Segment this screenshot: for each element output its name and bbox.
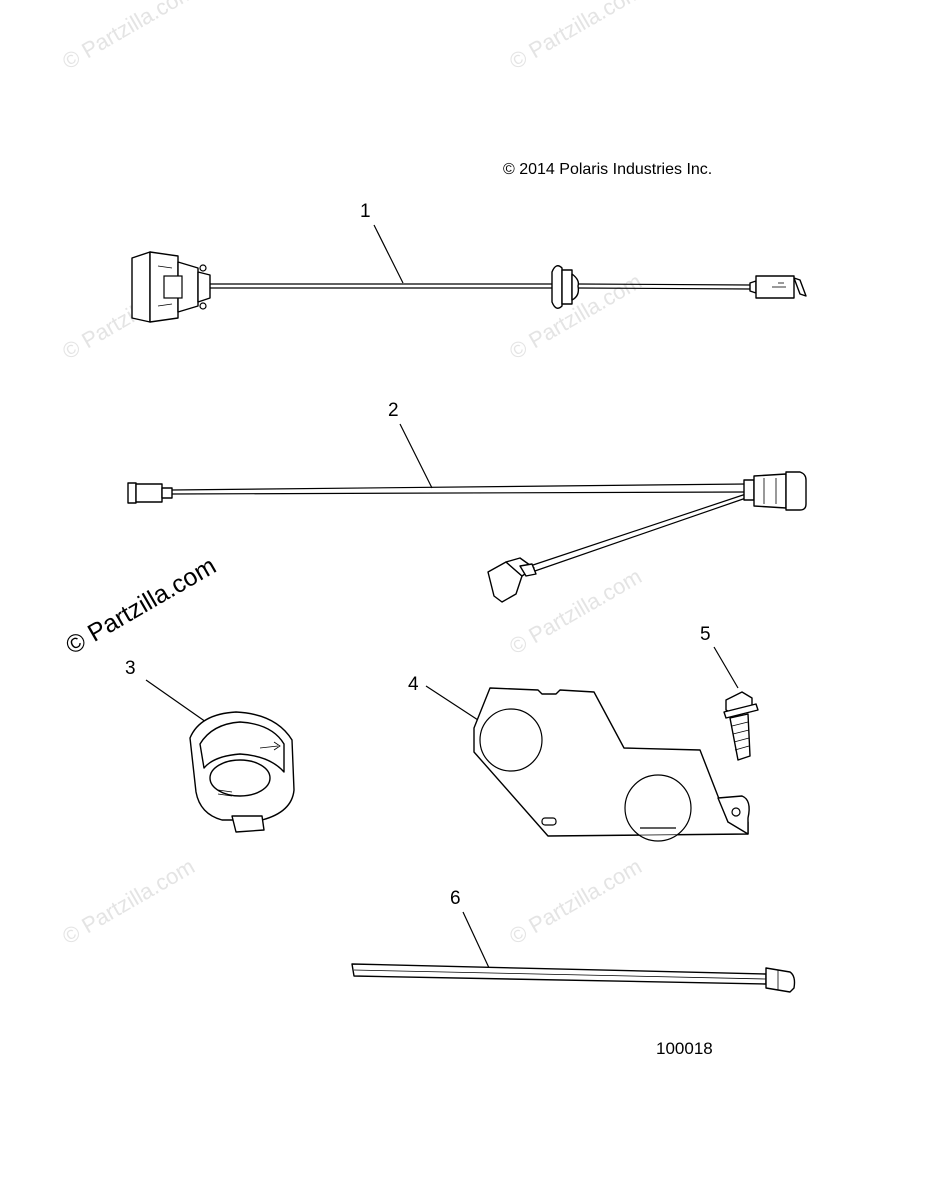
leader-line-1: [373, 224, 404, 284]
connector-right: [743, 471, 807, 511]
leader-line-4: [425, 685, 479, 721]
callout-1: 1: [360, 201, 371, 222]
part-2-y-harness[interactable]: 2: [127, 400, 807, 603]
part-5-screw[interactable]: 5: [700, 624, 759, 761]
leader-line-5: [713, 646, 739, 689]
callout-2: 2: [388, 400, 399, 421]
callout-3: 3: [125, 658, 136, 679]
connector-branch: [487, 557, 537, 603]
connector-left: [131, 251, 211, 323]
copyright-text: © 2014 Polaris Industries Inc.: [503, 161, 712, 178]
leader-line-6: [462, 911, 491, 971]
part-6-cable-tie[interactable]: 6: [351, 888, 796, 993]
watermark-prominent: © Partzilla.com: [61, 552, 221, 660]
watermark: © Partzilla.com: [58, 0, 199, 74]
part-3-usb-housing[interactable]: 3: [125, 658, 295, 833]
watermark: © Partzilla.com: [58, 854, 199, 950]
callout-6: 6: [450, 888, 461, 909]
figure-number: 100018: [656, 1039, 713, 1058]
part-1-usb-harness[interactable]: 1: [131, 201, 807, 323]
part-4-bracket[interactable]: 4: [408, 674, 750, 842]
callout-5: 5: [700, 624, 711, 645]
watermark: © Partzilla.com: [505, 0, 646, 74]
watermark: © Partzilla.com: [505, 564, 646, 660]
usb-connector: [749, 275, 807, 299]
callout-4: 4: [408, 674, 419, 695]
leader-line-3: [145, 679, 207, 723]
grommet: [551, 265, 580, 309]
leader-line-2: [399, 423, 433, 489]
watermark: © Partzilla.com: [505, 854, 646, 950]
